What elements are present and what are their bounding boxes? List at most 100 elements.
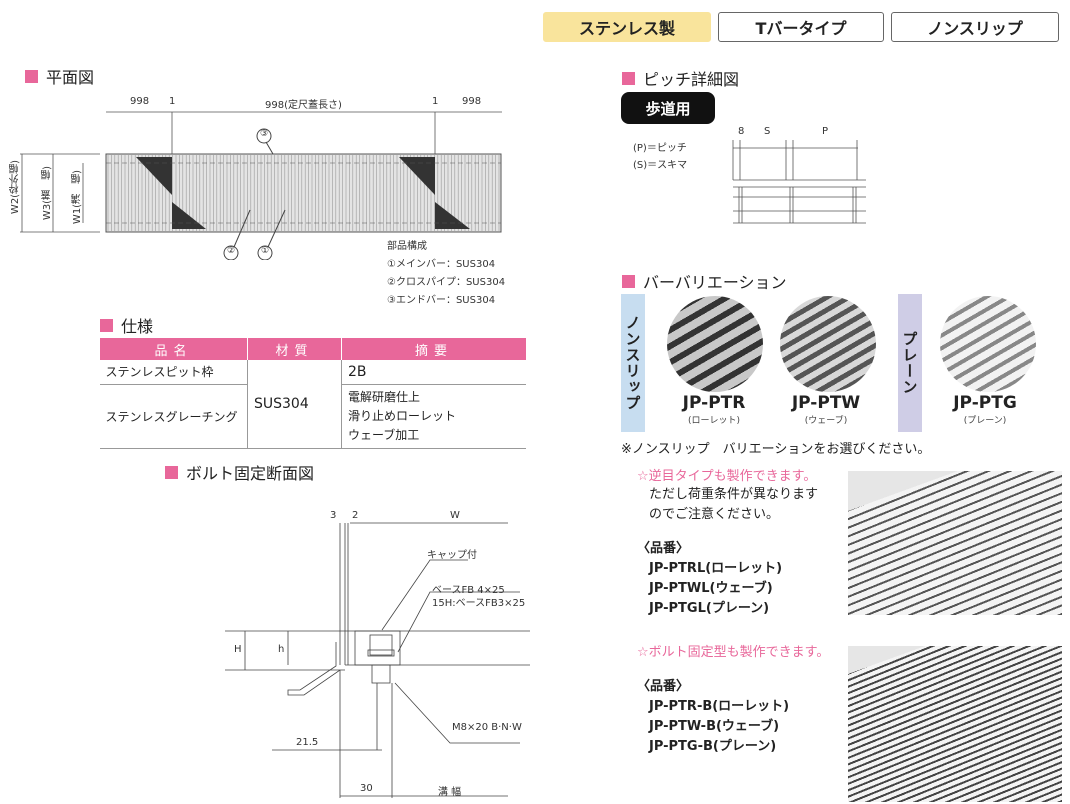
- marker-1: ①: [261, 246, 270, 256]
- dim-three: 3: [330, 510, 337, 521]
- cell-note-line: ウェーブ加工: [348, 427, 420, 442]
- marker-3: ③: [260, 129, 269, 139]
- product-ptw: JP-PTW (ウェーブ): [766, 393, 886, 426]
- ptr-image: [667, 296, 763, 392]
- w2-label: W2(枠外幅): [10, 160, 21, 215]
- plain-group-label: プレーン: [898, 294, 922, 432]
- cap-label: キャップ付: [427, 550, 477, 561]
- reverse-line: のでご注意ください。: [649, 507, 780, 522]
- dim-left: 998: [130, 96, 150, 107]
- dim-p: P: [822, 126, 829, 137]
- bullet-square-icon: [25, 69, 38, 83]
- part-item: ①メインバー：SUS304: [387, 259, 496, 270]
- ptw-image: [780, 296, 876, 392]
- parts-title: 部品構成: [387, 241, 427, 252]
- variation-title: バーバリエーション: [643, 273, 787, 292]
- sidewalk-badge: 歩道用: [621, 92, 715, 124]
- dim-one-right: 1: [432, 96, 439, 107]
- nonslip-group-label: ノンスリップ: [621, 294, 645, 432]
- spec-title: 仕様: [121, 317, 154, 336]
- cell-name: ステンレスグレーチング: [99, 384, 248, 449]
- marker-2: ②: [227, 246, 236, 256]
- bullet-square-icon: [622, 71, 635, 85]
- reverse-headline: ☆逆目タイプも製作できます。: [637, 469, 817, 484]
- dim-two: 2: [352, 510, 359, 521]
- tab-tbar-type[interactable]: Tバータイプ: [718, 12, 884, 42]
- cell-material: SUS304: [247, 360, 342, 449]
- legend-gap: (S)＝スキマ: [633, 160, 688, 171]
- base-label-1: ベースFB 4×25: [432, 585, 505, 596]
- part-number: JP-PTWL(ウェーブ): [649, 581, 773, 596]
- bolt-grating-photo: [848, 646, 1062, 802]
- bullet-square-icon: [100, 318, 113, 332]
- reverse-line: ただし荷重条件が異なります: [649, 487, 819, 502]
- pitch-title: ピッチ詳細図: [643, 70, 740, 89]
- pitch-legend: (P)＝ピッチ (S)＝スキマ: [633, 140, 687, 174]
- reverse-parts-title: 〈品番〉: [637, 541, 690, 556]
- product-sub: (ローレット): [687, 416, 741, 426]
- part-number: JP-PTW-B(ウェーブ): [649, 719, 780, 734]
- base-label-2: 15H:ベースFB3×25: [432, 598, 526, 609]
- header-notes: 摘要: [341, 338, 526, 360]
- cell-note-line: 電解研磨仕上: [348, 389, 421, 404]
- reverse-info: ☆逆目タイプも製作できます。 ただし荷重条件が異なります のでご注意ください。 …: [637, 468, 818, 619]
- part-number: JP-PTRL(ローレット): [649, 561, 783, 576]
- ptg-image: [940, 296, 1036, 392]
- part-number: JP-PTR-B(ローレット): [649, 699, 790, 714]
- bullet-square-icon: [165, 465, 178, 479]
- product-code: JP-PTG: [953, 393, 1017, 413]
- dim-center: 998(定尺蓋長さ): [265, 100, 342, 111]
- cell-name: ステンレスピット枠: [99, 360, 248, 385]
- tab-stainless[interactable]: ステンレス製: [543, 12, 711, 42]
- variation-heading: バーバリエーション: [622, 269, 787, 293]
- bolt-info: ☆ボルト固定型も製作できます。 〈品番〉 JP-PTR-B(ローレット) JP-…: [637, 644, 829, 757]
- dim-30: 30: [360, 783, 373, 794]
- header-name: 品名: [99, 338, 248, 360]
- pitch-drawing: 8 S P: [730, 125, 870, 225]
- tab-nonslip[interactable]: ノンスリップ: [891, 12, 1059, 42]
- bolt-headline: ☆ボルト固定型も製作できます。: [637, 645, 830, 660]
- variation-note: ※ノンスリップ バリエーションをお選びください。: [621, 442, 931, 457]
- product-code: JP-PTW: [791, 393, 861, 413]
- dim-h: h: [278, 644, 285, 655]
- product-ptg: JP-PTG (プレーン): [925, 393, 1045, 426]
- w3-label: W3(蓋 幅): [42, 166, 53, 221]
- bullet-square-icon: [622, 274, 635, 288]
- cell-note: 2B: [341, 360, 526, 385]
- header-material: 材質: [247, 338, 342, 360]
- parts-list: 部品構成 ①メインバー：SUS304 ②クロスパイプ：SUS304 ③エンドバー…: [387, 238, 505, 310]
- product-ptr: JP-PTR (ローレット): [654, 393, 774, 426]
- dim-w: W: [450, 510, 460, 521]
- groove-width-label: 溝 幅: [438, 787, 462, 798]
- bolt-section-drawing: 3 2 W キャップ付 ベースFB 4×25 15H:ベースFB3×25 H h…: [200, 500, 540, 802]
- plan-drawing: 998 1 998(定尺蓋長さ) 1 998 ③ ② ① W2(枠外幅) W3(…: [0, 90, 600, 310]
- section-title: ボルト固定断面図: [186, 464, 315, 483]
- part-number: JP-PTG-B(プレーン): [649, 739, 777, 754]
- plan-title: 平面図: [46, 68, 95, 87]
- part-number: JP-PTGL(プレーン): [649, 601, 770, 616]
- product-sub: (ウェーブ): [804, 416, 848, 426]
- dim-s: S: [764, 126, 771, 137]
- spec-heading: 仕様: [100, 313, 153, 337]
- dim-21-5: 21.5: [296, 737, 319, 748]
- table-row: ステンレスグレーチング 電解研磨仕上滑り止めローレットウェーブ加工: [99, 384, 526, 449]
- part-item: ②クロスパイプ：SUS304: [387, 277, 506, 288]
- dim-H: H: [234, 644, 242, 655]
- legend-pitch: (P)＝ピッチ: [633, 143, 687, 154]
- dim-right: 998: [462, 96, 482, 107]
- pitch-heading: ピッチ詳細図: [622, 66, 739, 90]
- reverse-grating-photo: [848, 471, 1062, 615]
- part-item: ③エンドバー：SUS304: [387, 295, 496, 306]
- dim-one-left: 1: [169, 96, 176, 107]
- bolt-parts-title: 〈品番〉: [637, 679, 690, 694]
- section-heading: ボルト固定断面図: [165, 460, 314, 484]
- dim-8: 8: [738, 126, 745, 137]
- bolt-label: M8×20 B·N·W: [452, 722, 522, 733]
- w1-label: W1(溝 幅): [72, 170, 83, 225]
- product-code: JP-PTR: [682, 393, 746, 413]
- plan-heading: 平面図: [25, 64, 94, 88]
- product-sub: (プレーン): [963, 416, 1007, 426]
- cell-note-line: 滑り止めローレット: [348, 408, 457, 423]
